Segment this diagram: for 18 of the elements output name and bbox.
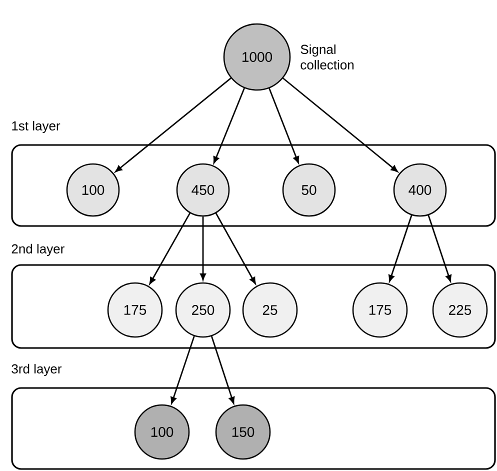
arrow: [428, 215, 452, 282]
arrow: [149, 212, 190, 284]
arrow: [170, 336, 195, 404]
arrow: [200, 216, 206, 280]
arrow: [215, 212, 256, 284]
layer-band: [11, 144, 496, 227]
arrow: [115, 78, 232, 172]
node-caption: Signal collection: [300, 44, 354, 70]
arrow: [268, 88, 300, 164]
arrow: [282, 78, 398, 172]
layer-heading: 3rd layer: [12, 364, 62, 376]
layer-band: [11, 264, 496, 349]
arrow: [210, 336, 235, 404]
layer-band: [11, 387, 496, 470]
arrow: [388, 215, 412, 282]
layer-heading: 2nd layer: [12, 244, 64, 256]
layer-heading: 1st layer: [12, 120, 60, 134]
arrow: [213, 88, 245, 164]
